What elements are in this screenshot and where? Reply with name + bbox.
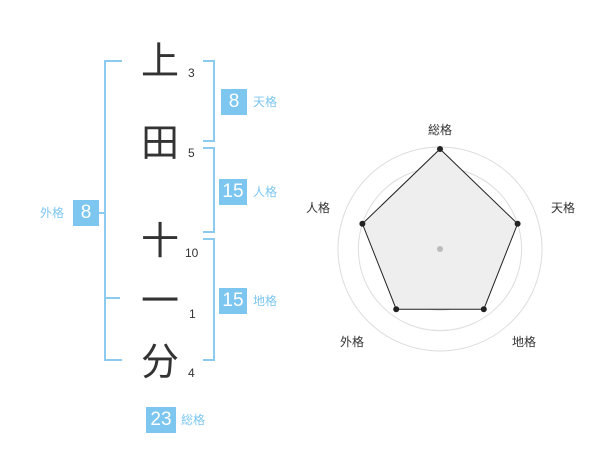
radar-center-dot: [437, 246, 443, 252]
radar-polygon: [361, 148, 519, 310]
gaikaku-label: 外格: [40, 206, 65, 220]
gaikaku-bracket-split: [106, 297, 120, 299]
stroke-count-2: 5: [188, 146, 195, 160]
chikaku-label: 地格: [253, 294, 278, 308]
tenkaku-bracket: [203, 60, 215, 142]
chikaku-value: 15: [219, 288, 247, 314]
radar-point: [393, 306, 400, 313]
tenkaku-label: 天格: [253, 95, 278, 109]
name-char-5: 分: [140, 340, 179, 384]
jinkaku-value: 15: [219, 179, 247, 205]
jinkaku-bracket: [203, 147, 215, 233]
soukaku-label: 総格: [181, 413, 206, 427]
name-char-1: 上: [140, 39, 179, 83]
stroke-count-3: 10: [185, 246, 199, 260]
radar-axis-label-tenkaku: 天格: [551, 200, 575, 215]
stroke-count-5: 4: [188, 366, 195, 380]
name-char-3: 十: [140, 219, 179, 263]
radar-axis-label-chikaku: 地格: [512, 334, 536, 349]
radar-axis-label-jinkaku: 人格: [306, 200, 330, 215]
radar-point: [359, 220, 366, 227]
gaikaku-bracket: [104, 60, 122, 361]
name-char-4: 一: [140, 279, 179, 323]
tenkaku-value: 8: [221, 89, 247, 115]
radar-axis-label-gaikaku: 外格: [340, 334, 364, 349]
radar-axis-label-soukaku: 総格: [428, 122, 452, 137]
name-char-2: 田: [140, 121, 179, 165]
gaikaku-value: 8: [73, 200, 99, 226]
stroke-count-4: 1: [189, 307, 196, 321]
jinkaku-label: 人格: [253, 185, 278, 199]
chikaku-bracket: [203, 238, 215, 361]
radar-point: [480, 306, 487, 313]
radar-point: [514, 220, 521, 227]
gaikaku-bracket-tick: [96, 212, 106, 214]
radar-point: [437, 146, 443, 152]
stroke-count-1: 3: [188, 66, 195, 80]
soukaku-value: 23: [146, 407, 176, 433]
